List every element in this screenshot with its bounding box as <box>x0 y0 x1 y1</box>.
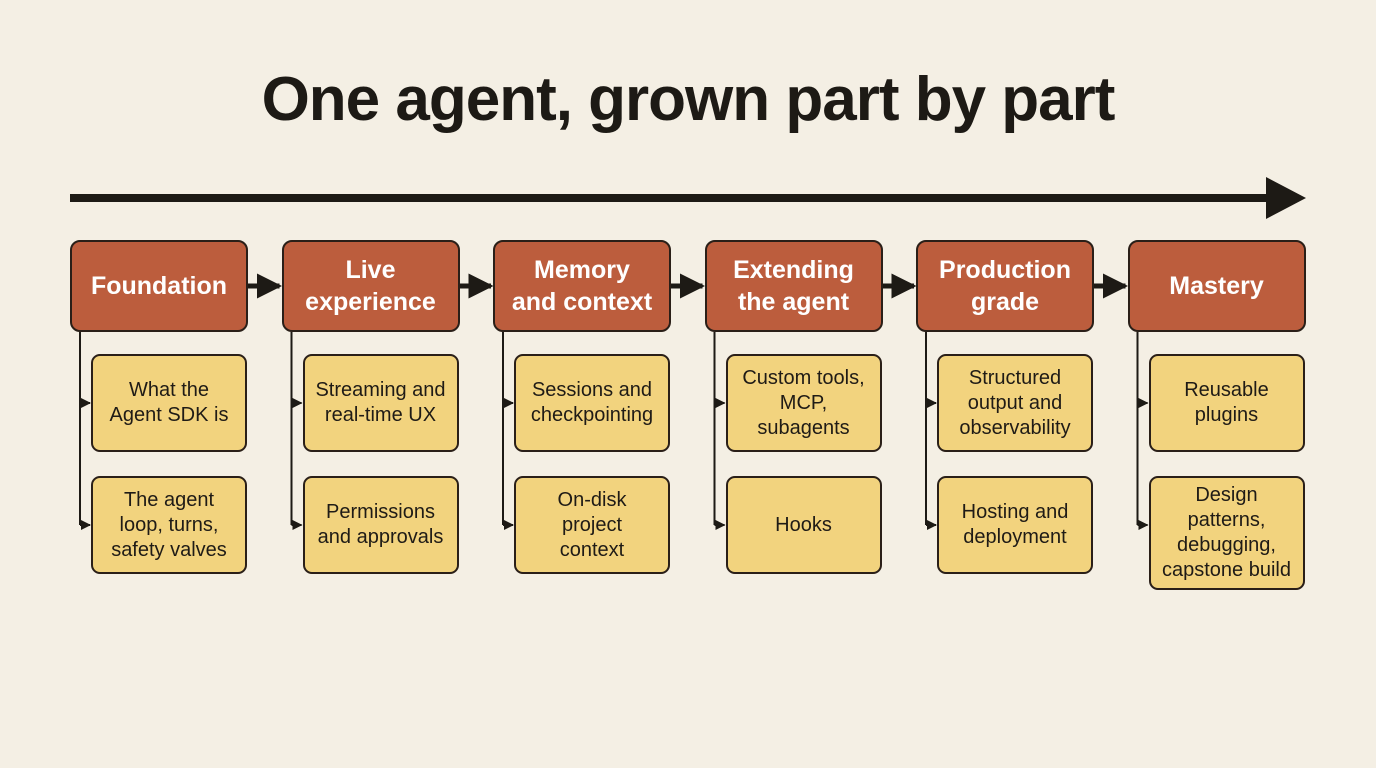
topic-box: Hosting and deployment <box>937 476 1093 574</box>
topic-box: Permissions and approvals <box>302 476 459 574</box>
stage-box: Production grade <box>916 240 1094 332</box>
stage-box: Mastery <box>1127 240 1306 332</box>
timeline-arrow <box>70 177 1306 219</box>
topic-box: Streaming and real-time UX <box>302 354 459 452</box>
topic-box: Custom tools, MCP, subagents <box>725 354 882 452</box>
topic-box: On-disk project context <box>514 476 670 574</box>
topic-box: Reusable plugins <box>1148 354 1305 452</box>
diagram-title: One agent, grown part by part <box>261 65 1116 134</box>
topic-box: What the Agent SDK is <box>91 354 247 452</box>
timeline-arrowhead-icon <box>1266 177 1306 219</box>
topic-box: Structured output and observability <box>937 354 1093 452</box>
topic-box: Design patterns, debugging, capstone bui… <box>1148 476 1305 590</box>
stage-box: Memory and context <box>493 240 671 332</box>
topic-box: The agent loop, turns, safety valves <box>91 476 247 574</box>
stage-box: Extending the agent <box>704 240 883 332</box>
topic-box: Sessions and checkpointing <box>514 354 670 452</box>
stage-box: Foundation <box>70 240 248 332</box>
stage-box: Live experience <box>281 240 460 332</box>
topic-box: Hooks <box>725 476 882 574</box>
